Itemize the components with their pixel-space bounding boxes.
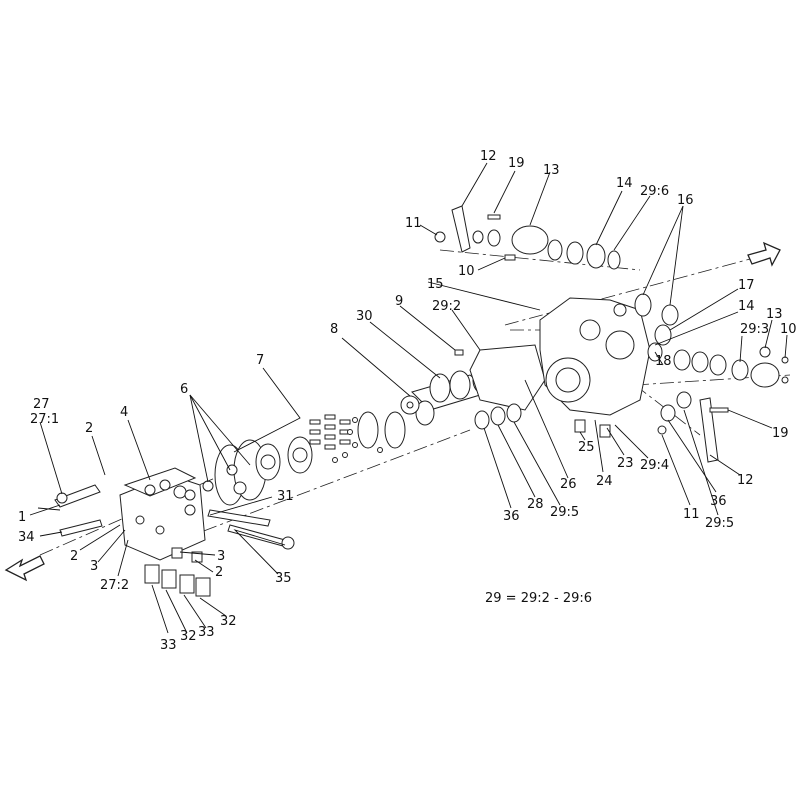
part-label: 12 (737, 473, 754, 488)
part-label: 6 (180, 382, 188, 397)
part-label: 9 (395, 294, 403, 309)
part-label: 14 (616, 176, 633, 191)
part-label: 10 (780, 322, 797, 337)
gear-pump-assembly (202, 411, 406, 506)
part-label: 29:5 (705, 516, 734, 531)
part-label: 10 (458, 264, 475, 279)
part-label: 1 (18, 510, 26, 525)
part-label: 12 (480, 149, 497, 164)
part-label: 27:1 (30, 412, 59, 427)
part-label: 3 (217, 549, 225, 564)
part-label: 27:2 (100, 578, 129, 593)
part-label: 30 (356, 309, 373, 324)
part-label: 2 (85, 421, 93, 436)
part-label: 29:4 (640, 458, 669, 473)
valve-body-assembly (54, 467, 295, 597)
part-label: 34 (18, 530, 35, 545)
part-label: 4 (120, 405, 128, 420)
part-label: 8 (330, 322, 338, 337)
direction-arrow-left-icon (4, 555, 45, 582)
part-label: 24 (596, 474, 613, 489)
part-label: 35 (275, 571, 292, 586)
part-label: 26 (560, 477, 577, 492)
direction-arrow-right-icon (747, 241, 781, 267)
part-label: 33 (160, 638, 177, 653)
part-label: 13 (766, 307, 783, 322)
part-label: 23 (617, 456, 634, 471)
part-label: 36 (503, 509, 520, 524)
part-label: 32 (220, 614, 237, 629)
part-label: 7 (256, 353, 264, 368)
part-label: 17 (738, 278, 755, 293)
part-label: 29:5 (550, 505, 579, 520)
assembly-legend: 29 = 29:2 - 29:6 (485, 591, 592, 606)
part-label: 28 (527, 497, 544, 512)
part-label: 13 (543, 163, 560, 178)
part-label: 32 (180, 629, 197, 644)
leader-lines (29, 162, 788, 634)
part-label: 14 (738, 299, 755, 314)
part-label: 16 (677, 193, 694, 208)
part-label: 31 (277, 489, 294, 504)
part-label: 15 (427, 277, 444, 292)
bearing-seals-right (634, 293, 789, 388)
transmission-housing (539, 297, 651, 438)
part-label: 11 (405, 216, 422, 231)
part-labels: 12 19 13 11 10 14 29:6 16 15 17 14 13 10… (18, 149, 797, 653)
part-label: 25 (578, 440, 595, 455)
part-label: 19 (772, 426, 789, 441)
part-label: 29:3 (740, 322, 769, 337)
part-label: 2 (215, 565, 223, 580)
part-label: 29:2 (432, 299, 461, 314)
part-label: 33 (198, 625, 215, 640)
part-label: 36 (710, 494, 727, 509)
part-label: 18 (655, 354, 672, 369)
part-label: 3 (90, 559, 98, 574)
part-label: 11 (683, 507, 700, 522)
bearing-seals-top (434, 205, 621, 270)
part-label: 2 (70, 549, 78, 564)
part-label: 19 (508, 156, 525, 171)
part-label: 27 (33, 397, 50, 412)
part-label: 29:6 (640, 184, 669, 199)
gasket (469, 344, 546, 411)
